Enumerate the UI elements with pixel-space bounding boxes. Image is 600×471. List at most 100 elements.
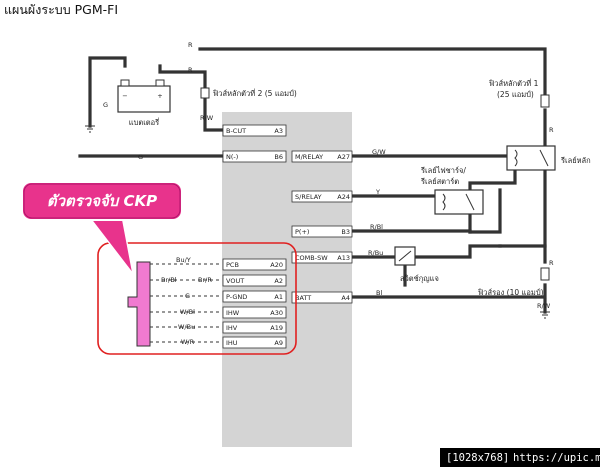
wire-label-mrelay: G/W (372, 148, 386, 156)
pin-box (222, 321, 287, 334)
wire-label-r2: R (188, 66, 193, 74)
ecu-pin-batt: BATT A4 (291, 291, 353, 304)
pin-box (222, 274, 287, 287)
wire-label-vout-b: Br/R (198, 276, 212, 284)
pin-name: PCB (226, 261, 239, 269)
ecu-pin-pcb: PCB A20 (222, 258, 287, 271)
main-relay-icon (506, 145, 556, 171)
pin-name: P(+) (295, 228, 309, 236)
ecu-pin-combsw: COMB-SW A13 (291, 251, 353, 264)
pin-name: S/RELAY (295, 193, 322, 201)
wire-label-batt: Bl (376, 289, 382, 297)
wire-label-vout-a: Br/Bl (161, 276, 177, 284)
pin-code: A9 (274, 339, 283, 347)
footer-url[interactable]: https://upic.me/ (513, 452, 600, 464)
pin-code: B6 (274, 153, 283, 161)
diagram-title: แผนผังระบบ PGM-FI (4, 2, 118, 17)
ecu-pin-ihv: IHV A19 (222, 321, 287, 334)
ecu-pin-ihu: IHU A9 (222, 336, 287, 349)
pin-name: M/RELAY (295, 153, 323, 161)
pin-code: A3 (274, 127, 283, 135)
ckp-callout-inner-border (23, 183, 181, 219)
pin-code: B3 (341, 228, 350, 236)
main-relay-coil (514, 149, 518, 167)
pin-code: A4 (341, 294, 350, 302)
battery-body (117, 85, 171, 113)
pin-name: COMB-SW (295, 254, 328, 262)
ckp-highlight-box (97, 242, 297, 355)
charge-relay-label-2: รีเลย์สตาร์ต (420, 177, 459, 186)
pin-name: IHU (226, 339, 238, 347)
fuse-1-icon (540, 94, 550, 108)
pin-code: A20 (270, 261, 283, 269)
wire-label-srelay: Y (375, 188, 380, 196)
pin-box (222, 306, 287, 319)
wire-top-r (198, 47, 547, 106)
ecu-pin-ncut: N(-) B6 (222, 150, 287, 163)
ecu-left-pins: B-CUT A3 N(-) B6 PCB A20 VOUT A2 P-GND A… (222, 124, 287, 349)
pin-code: A27 (337, 153, 350, 161)
pin-box (222, 124, 287, 137)
wire-color-labels: R R R/W G G G/W Y R/Bl R/Bu Bl R R R/W (103, 41, 554, 310)
pin-code: A19 (270, 324, 283, 332)
ecu-pin-pplus: P(+) B3 (291, 225, 353, 238)
pin-box (291, 150, 353, 163)
pin-name: IHW (226, 309, 240, 317)
wire-battery-r (158, 64, 207, 92)
wire-label-ihv: W/Bu (178, 323, 195, 331)
pin-name: VOUT (226, 277, 244, 285)
pin-box (222, 336, 287, 349)
pin-box (222, 258, 287, 271)
wire-label-pcb: Bu/Y (176, 256, 191, 264)
sub-fuse-icon (540, 267, 550, 281)
minus-icon: − (122, 92, 127, 100)
pin-box (222, 290, 287, 303)
wire-charge-right (468, 188, 502, 234)
wire-battery-ground (88, 56, 127, 128)
charge-relay-contact (465, 193, 475, 211)
battery: − + แบตเตอรี่ (117, 79, 171, 127)
wiring (78, 47, 550, 343)
main-relay-contact (539, 149, 549, 167)
wire-label-pgnd: G (185, 292, 190, 300)
main-fuse-2-label: ฟิวส์หลักตัวที่ 2 (5 แอมป์) (212, 88, 296, 98)
wire-label-subfuse-r: R (549, 259, 554, 267)
wire-label-ihw: W/Bl (180, 308, 195, 316)
sub-fuse-label: ฟิวส์รอง (10 แอมป์) (477, 288, 543, 297)
ground-symbol-2 (540, 311, 550, 319)
battery-terminal-neg (120, 79, 130, 87)
wire-label-subfuse-rw: R/W (537, 302, 551, 310)
charge-relay-label-1: รีเลย์ไฟชาร์จ/ (420, 166, 466, 175)
pin-name: BATT (295, 294, 311, 302)
sensor-wires (150, 263, 222, 343)
pin-name: P-GND (226, 293, 247, 301)
wire-label-combsw: R/Bu (368, 249, 383, 257)
wire-label-ncut: G (138, 153, 143, 161)
wire-label-fuse1-r: R (549, 126, 554, 134)
main-relay-label: รีเลย์หลัก (560, 156, 591, 165)
pin-box (291, 190, 353, 203)
wire-batt (350, 283, 547, 299)
ecu-right-pins: M/RELAY A27 S/RELAY A24 P(+) B3 COMB-SW … (291, 150, 353, 304)
battery-label: แบตเตอรี่ (129, 117, 159, 127)
pin-code: A2 (274, 277, 283, 285)
footer-resolution: [1028x768] (446, 452, 509, 464)
main-fuse-1-label: ฟิวส์หลักตัวที่ 1 (488, 78, 538, 88)
pin-code: A24 (337, 193, 350, 201)
wire-label-batt-ground: G (103, 101, 108, 109)
pin-name: IHV (226, 324, 238, 332)
pin-code: A1 (274, 293, 283, 301)
ground-symbol-1 (85, 125, 95, 133)
pin-box (291, 251, 353, 264)
charge-relay-icon (434, 189, 484, 215)
wire-combsw-right (413, 244, 502, 259)
charge-relay-coil (442, 193, 446, 211)
pin-code: A13 (337, 254, 350, 262)
wire-label-rw: R/W (200, 114, 214, 122)
ecu-pin-pgnd: P-GND A1 (222, 290, 287, 303)
fuse-2-icon (200, 87, 210, 99)
main-fuse-1-rating: (25 แอมป์) (497, 90, 534, 99)
pin-box (291, 291, 353, 304)
